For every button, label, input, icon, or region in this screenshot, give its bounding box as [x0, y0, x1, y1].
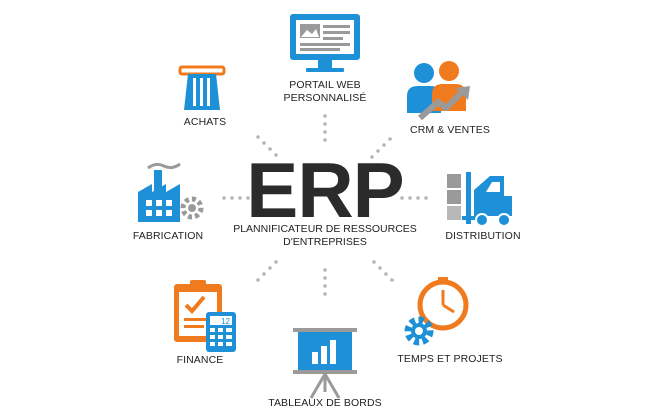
module-finance-label: FINANCE	[176, 354, 224, 366]
module-achats-label: ACHATS	[183, 116, 227, 128]
erp-subtitle-line2: D'ENTREPRISES	[283, 236, 367, 248]
presentation-board-icon	[293, 328, 357, 399]
erp-title: ERP	[246, 146, 404, 234]
connector-right	[400, 196, 428, 200]
module-distribution-label: DISTRIBUTION	[445, 230, 521, 242]
people-chart-icon	[407, 61, 470, 121]
connector-bottom-right	[372, 260, 394, 282]
erp-subtitle-line1: PLANNIFICATEUR DE RESSOURCES	[233, 223, 417, 235]
portail-line1: PORTAIL WEB	[289, 79, 361, 91]
calculator-display: 12	[221, 317, 230, 326]
module-crm-label: CRM & VENTES	[410, 124, 490, 136]
connectors	[222, 114, 428, 296]
erp-subtitle: PLANNIFICATEUR DE RESSOURCES D'ENTREPRIS…	[215, 223, 435, 249]
connector-top	[323, 114, 327, 142]
connector-top-left	[256, 135, 278, 157]
connector-top-right	[370, 137, 392, 159]
clipboard-calculator-icon: 12	[174, 280, 236, 352]
monitor-icon	[290, 14, 360, 72]
connector-bottom	[323, 268, 327, 296]
card-slot-icon	[178, 65, 226, 110]
factory-icon	[138, 162, 204, 222]
forklift-icon	[447, 172, 512, 227]
clock-gear-icon	[404, 277, 469, 346]
portail-line2: PERSONNALISÉ	[283, 92, 367, 104]
connector-bottom-left	[256, 260, 278, 282]
module-tableaux-label: TABLEAUX DE BORDS	[268, 397, 382, 409]
module-fabrication-label: FABRICATION	[132, 230, 204, 242]
connector-left	[222, 196, 250, 200]
module-portail-label: PORTAIL WEB PERSONNALISÉ	[275, 79, 375, 105]
module-temps-label: TEMPS ET PROJETS	[397, 353, 503, 365]
